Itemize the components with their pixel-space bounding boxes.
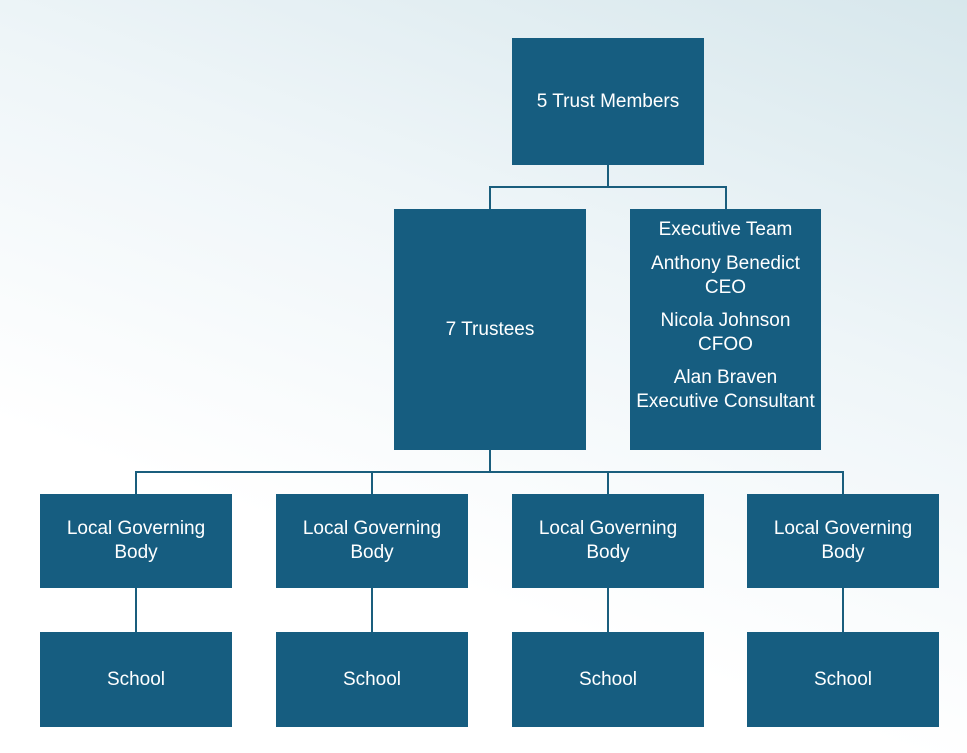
person-name: Nicola Johnson	[660, 310, 791, 331]
executive-member-consultant: Alan Braven Executive Consultant	[636, 366, 815, 414]
person-role: Executive Consultant	[636, 391, 815, 412]
school-label: School	[578, 668, 638, 690]
person-role: CEO	[704, 277, 747, 298]
school-box: School	[512, 632, 704, 727]
school-label: School	[342, 668, 402, 690]
trustees-label: 7 Trustees	[445, 318, 535, 340]
school-box: School	[40, 632, 232, 727]
trust-members-box: 5 Trust Members	[512, 38, 704, 165]
local-governing-body-box: Local Governing Body	[40, 494, 232, 588]
executive-team-title: Executive Team	[658, 219, 793, 240]
local-governing-body-box: Local Governing Body	[747, 494, 939, 588]
executive-member-cfoo: Nicola Johnson CFOO	[661, 309, 791, 357]
local-governing-body-label: Local Governing Body	[773, 518, 913, 563]
local-governing-body-label: Local Governing Body	[66, 518, 206, 563]
local-governing-body-label: Local Governing Body	[538, 518, 678, 563]
local-governing-body-label: Local Governing Body	[302, 518, 442, 563]
executive-member-ceo: Anthony Benedict CEO	[651, 252, 800, 300]
executive-team-box: Executive Team Anthony Benedict CEO Nico…	[630, 209, 821, 450]
trust-members-label: 5 Trust Members	[536, 90, 680, 112]
school-label: School	[813, 668, 873, 690]
trustees-box: 7 Trustees	[394, 209, 586, 450]
person-name: Anthony Benedict	[651, 253, 800, 274]
school-box: School	[276, 632, 468, 727]
local-governing-body-box: Local Governing Body	[276, 494, 468, 588]
person-name: Alan Braven	[673, 367, 778, 388]
local-governing-body-box: Local Governing Body	[512, 494, 704, 588]
school-label: School	[106, 668, 166, 690]
person-role: CFOO	[698, 334, 753, 355]
school-box: School	[747, 632, 939, 727]
